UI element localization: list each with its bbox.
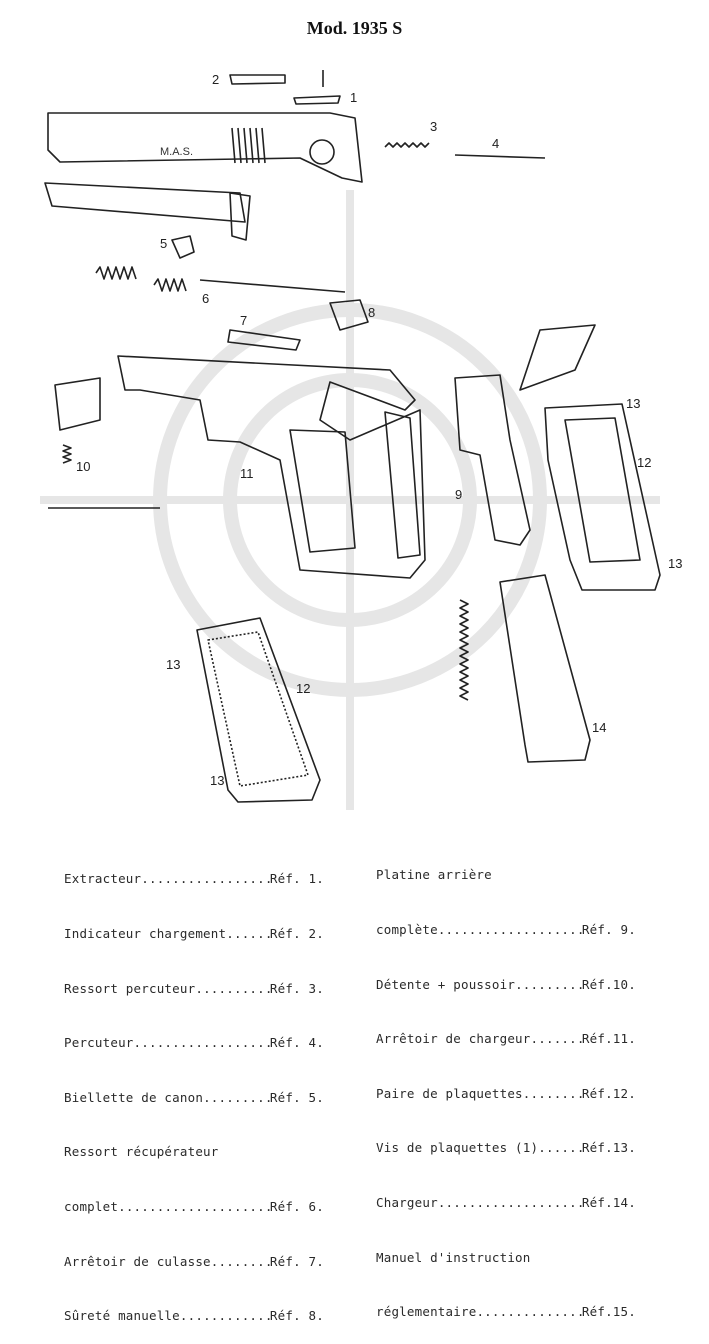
part-ref: Réf.13. <box>581 1140 636 1156</box>
callout-8: 8 <box>368 305 376 320</box>
grip-panel-right <box>544 403 661 591</box>
part-name: Chargeur <box>376 1195 438 1211</box>
part-name: Arrêtoir de culasse <box>64 1253 211 1269</box>
part-name: Ressort percuteur <box>64 980 196 996</box>
part-ref: Réf. 5. <box>269 1089 324 1105</box>
part-row: Ressort percuteur.......................… <box>64 980 324 998</box>
part-ref: Réf.10. <box>581 976 636 992</box>
recoil-spring-part <box>95 266 187 292</box>
parts-list-right: Platine arrière complète................… <box>376 830 636 1340</box>
callout-4: 4 <box>492 136 500 151</box>
part-ref: Réf. 4. <box>269 1035 324 1051</box>
part-ref: Réf. 2. <box>269 926 324 942</box>
mag-catch-spring-part <box>62 444 72 464</box>
part-name: complet <box>64 1199 119 1215</box>
part-ref: Réf. 1. <box>269 871 324 887</box>
callout-2: 2 <box>212 72 220 87</box>
part-row: Manuel d'instruction <box>376 1249 636 1267</box>
barrel-part <box>44 182 246 223</box>
part-row: Percuteur...............................… <box>64 1034 324 1052</box>
part-row: complet.................................… <box>64 1198 324 1216</box>
part-row: Indicateur chargement...................… <box>64 925 324 943</box>
part-row: Platine arrière <box>376 866 636 884</box>
part-row: Extracteur..............................… <box>64 870 324 888</box>
slide-engraving: M.A.S. <box>160 146 193 158</box>
callout-11: 11 <box>240 466 254 481</box>
exploded-view-drawing: M.A.S. <box>40 70 661 810</box>
part-ref: Réf. 6. <box>269 1199 324 1215</box>
rear-housing-part <box>454 374 531 546</box>
part-name: Ressort récupérateur <box>64 1144 219 1160</box>
callout-12-left: 12 <box>296 681 311 696</box>
callout-14: 14 <box>592 720 607 735</box>
part-name: Arrêtoir de chargeur <box>376 1031 531 1047</box>
diagram-title: Mod. 1935 S <box>306 18 403 38</box>
part-row: Arrêtoir de culasse.....................… <box>64 1253 324 1271</box>
part-name: Biellette de canon <box>64 1089 204 1105</box>
safety-part <box>329 299 369 331</box>
barrel-link-part <box>171 235 195 259</box>
part-name: Percuteur <box>64 1035 134 1051</box>
part-row: Vis de plaquettes (1)...................… <box>376 1139 636 1157</box>
part-ref: Réf.15. <box>581 1304 636 1320</box>
firing-pin-part <box>454 154 546 159</box>
loaded-indicator-part <box>229 74 286 85</box>
callout-1: 1 <box>350 90 358 105</box>
callout-6: 6 <box>202 291 210 306</box>
callout-13-b: 13 <box>668 556 683 571</box>
part-row: Ressort récupérateur <box>64 1143 324 1161</box>
part-row: Biellette de canon......................… <box>64 1089 324 1107</box>
part-row: Arrêtoir de chargeur....................… <box>376 1030 636 1048</box>
part-row: Sûreté manuelle.........................… <box>64 1307 324 1325</box>
firing-pin-spring-part <box>384 142 430 148</box>
part-row: complète................................… <box>376 921 636 939</box>
part-name: Vis de plaquettes (1) <box>376 1140 539 1156</box>
callout-13-c: 13 <box>166 657 181 672</box>
callout-7: 7 <box>240 313 248 328</box>
part-row: Chargeur................................… <box>376 1194 636 1212</box>
part-row: réglementaire...........................… <box>376 1303 636 1321</box>
callout-9: 9 <box>455 487 463 502</box>
part-name: Paire de plaquettes <box>376 1085 523 1101</box>
part-ref: Réf. 9. <box>581 922 636 938</box>
part-ref: Réf.11. <box>581 1031 636 1047</box>
slide-part <box>47 112 363 183</box>
part-ref: Réf.14. <box>581 1195 636 1211</box>
frame-part <box>117 355 426 579</box>
callout-13-d: 13 <box>210 773 225 788</box>
part-ref: Réf.12. <box>581 1085 636 1101</box>
part-row: Détente + poussoir......................… <box>376 976 636 994</box>
part-name: Indicateur chargement <box>64 926 227 942</box>
mainspring-part <box>459 599 469 701</box>
trigger-part <box>54 377 101 431</box>
callout-13-a: 13 <box>626 396 641 411</box>
part-name: Détente + poussoir <box>376 976 516 992</box>
part-name: Sûreté manuelle <box>64 1308 180 1324</box>
part-name: complète <box>376 922 438 938</box>
parts-list-left: Extracteur..............................… <box>64 834 324 1344</box>
part-ref: Réf. 7. <box>269 1253 324 1269</box>
part-row: Paire de plaquettes.....................… <box>376 1085 636 1103</box>
callout-5: 5 <box>160 236 168 251</box>
grip-panel-left <box>196 617 321 803</box>
part-ref: Réf. 3. <box>269 980 324 996</box>
part-name: réglementaire <box>376 1304 477 1320</box>
callout-3: 3 <box>430 119 438 134</box>
part-ref: Réf. 8. <box>269 1308 324 1324</box>
callout-10: 10 <box>76 459 91 474</box>
part-name: Extracteur <box>64 871 142 887</box>
part-name: Platine arrière <box>376 867 492 883</box>
part-name: Manuel d'instruction <box>376 1249 531 1265</box>
callout-12-right: 12 <box>637 455 652 470</box>
watermark-target <box>40 190 660 810</box>
magazine-part <box>499 574 591 763</box>
extractor-part <box>293 95 341 105</box>
